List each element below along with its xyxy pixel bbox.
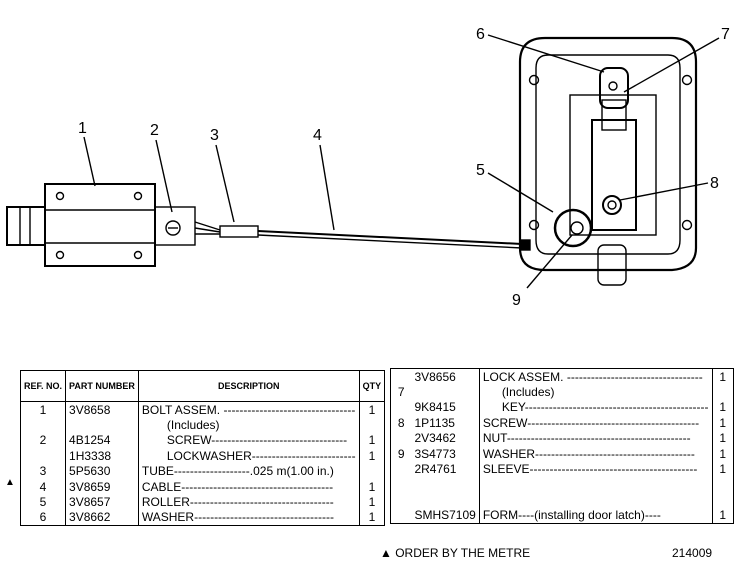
order-by-metre-marker: ▲ bbox=[5, 477, 15, 488]
header-ref: REF. NO. bbox=[20, 370, 67, 402]
parts-table-right: 3V8656 LOCK ASSEM. ---------------------… bbox=[390, 368, 734, 524]
table-row: SMHS7109 FORM----(installing door latch)… bbox=[391, 507, 734, 524]
header-part-number: PART NUMBER bbox=[65, 370, 139, 402]
callout-2: 2 bbox=[150, 122, 159, 139]
table-row: 2R4761 SLEEVE---------------------------… bbox=[391, 461, 734, 477]
parts-table-left: REF. NO. PART NUMBER DESCRIPTION QTY 1 3… bbox=[20, 370, 386, 527]
lock-housing bbox=[518, 36, 698, 272]
callout-6: 6 bbox=[476, 26, 485, 43]
table-row: 6 3V8662 WASHER-------------------------… bbox=[20, 509, 385, 526]
callout-1: 1 bbox=[78, 120, 87, 137]
callout-3: 3 bbox=[210, 127, 219, 144]
header-description: DESCRIPTION bbox=[138, 370, 360, 402]
roller-5 bbox=[553, 208, 593, 248]
figure-number: 214009 bbox=[672, 546, 713, 560]
screw-2 bbox=[165, 220, 181, 236]
callout-5: 5 bbox=[476, 162, 485, 179]
table-row: 3V8656 LOCK ASSEM. ---------------------… bbox=[391, 368, 734, 385]
table-row: 2 4B1254 SCREW--------------------------… bbox=[20, 432, 385, 449]
table-row: 5 3V8657 ROLLER-------------------------… bbox=[20, 494, 385, 510]
table-row: 9 3S4773 WASHER-------------------------… bbox=[397, 445, 727, 462]
tube-3 bbox=[219, 225, 259, 238]
table-row: (Includes) bbox=[20, 417, 385, 433]
table-row bbox=[391, 492, 734, 508]
table-row: 9K8415 KEY------------------------------… bbox=[391, 399, 734, 416]
callout-4: 4 bbox=[313, 127, 322, 144]
table-row: 2V3462 NUT------------------------------… bbox=[391, 430, 734, 446]
table-row: 1 3V8658 BOLT ASSEM. -------------------… bbox=[20, 401, 385, 418]
table-row: 4 3V8659 CABLE--------------------------… bbox=[20, 478, 385, 495]
washer-9 bbox=[570, 221, 584, 235]
header-qty: QTY bbox=[359, 370, 385, 402]
table-row: 1H3338 LOCKWASHER-----------------------… bbox=[20, 448, 385, 464]
table-row: 8 1P1135 SCREW--------------------------… bbox=[397, 415, 727, 431]
latch-assembly-drawing: 1 2 3 4 5 6 7 8 9 bbox=[6, 26, 730, 309]
table-row: 3 5P5630 TUBE-------------------.025 m(1… bbox=[20, 463, 385, 479]
key-7 bbox=[599, 67, 629, 109]
callout-8: 8 bbox=[710, 175, 719, 192]
footnote: ▲ ORDER BY THE METRE bbox=[380, 546, 531, 560]
table-row: 7 (Includes) bbox=[391, 384, 734, 400]
table-row bbox=[391, 476, 734, 493]
washer-6 bbox=[608, 81, 618, 91]
callout-9: 9 bbox=[512, 292, 521, 309]
bolt-body bbox=[44, 183, 156, 267]
screw-8 bbox=[602, 195, 622, 215]
callout-7: 7 bbox=[721, 26, 730, 43]
